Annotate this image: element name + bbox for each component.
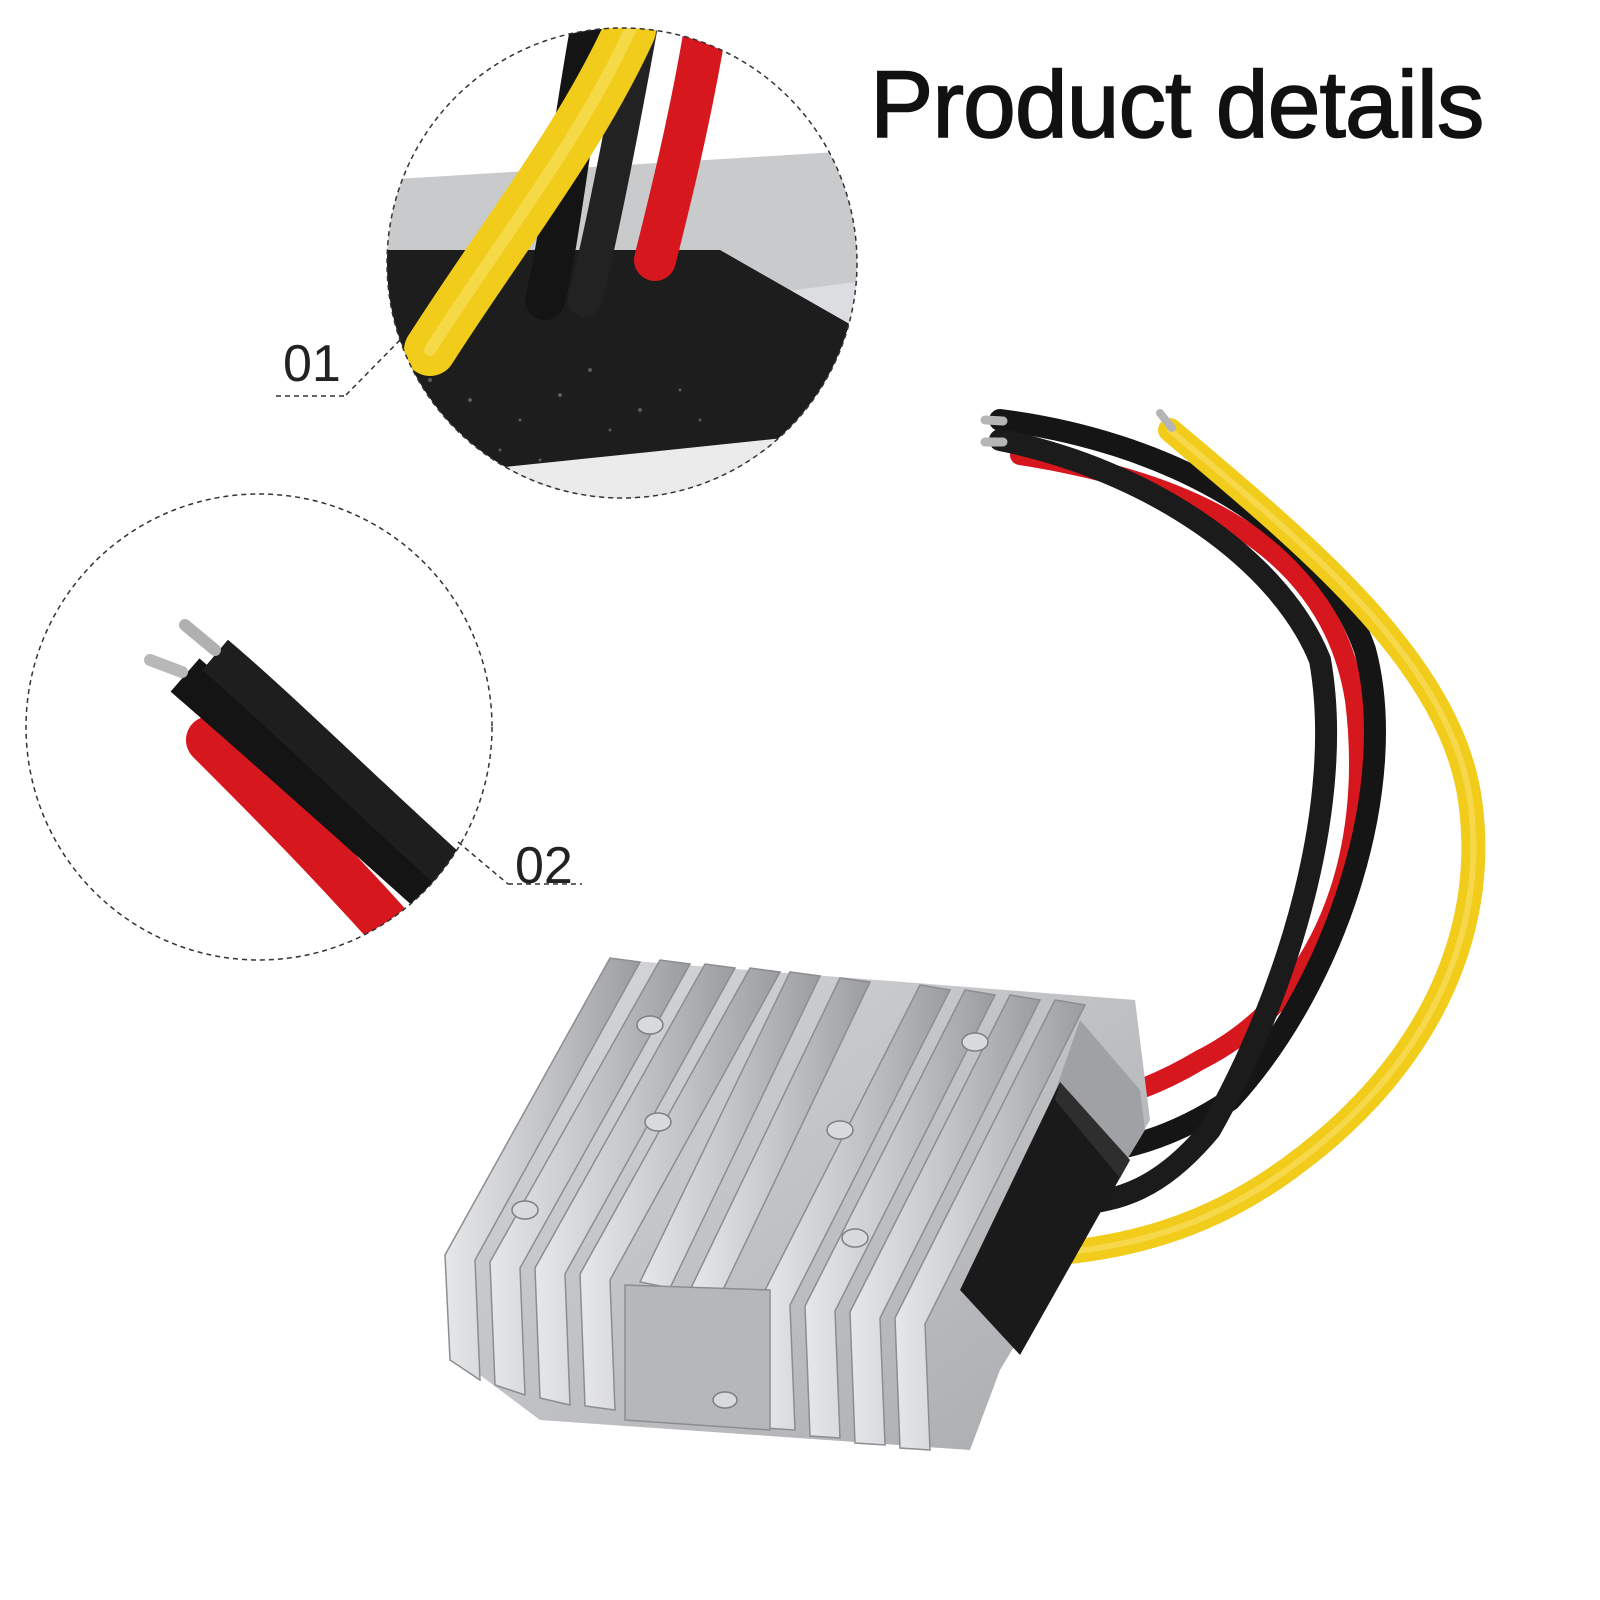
wire-bundle	[980, 409, 1486, 1267]
mounting-holes	[511, 1015, 989, 1409]
page-title: Product details	[869, 52, 1485, 158]
rubber-seal	[960, 1082, 1130, 1355]
converter-housing	[444, 957, 1150, 1451]
detail-circle-01	[386, 27, 858, 499]
leader-line-01	[276, 339, 401, 397]
callout-label-02: 02	[515, 837, 573, 895]
heatsink-fins	[444, 957, 1087, 1451]
detail-circle-02	[25, 493, 493, 961]
callout-label-01: 01	[283, 335, 341, 393]
leader-line-02	[457, 841, 582, 885]
